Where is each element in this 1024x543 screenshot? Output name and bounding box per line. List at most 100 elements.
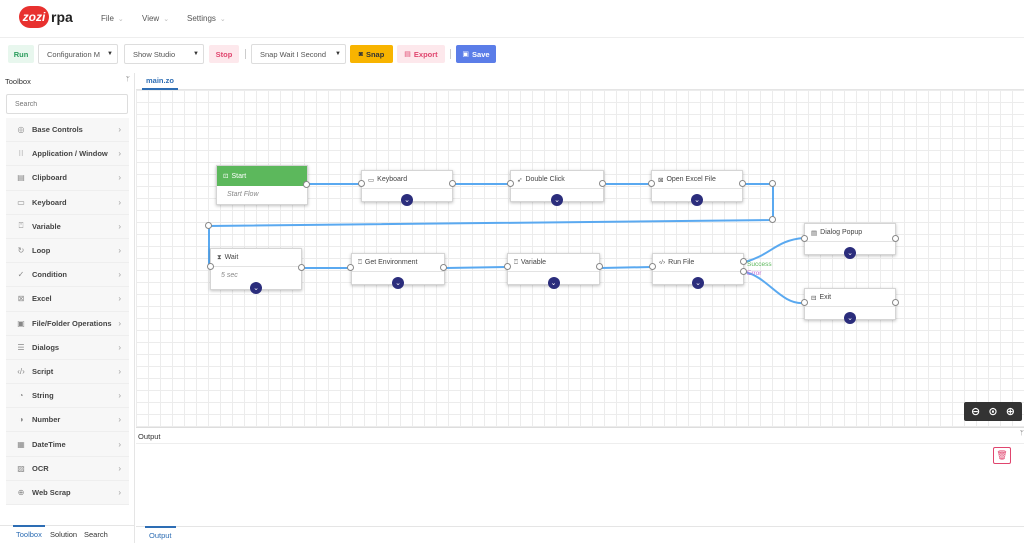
expand-chevron-icon[interactable]: ⌄ (392, 277, 404, 289)
port-out[interactable] (892, 299, 899, 306)
node-wait-subtitle: 5 sec (221, 272, 238, 279)
sidebar-item-loop[interactable]: ↻Loop› (6, 238, 129, 264)
export-button[interactable]: ▤Export (397, 45, 445, 63)
zoom-reset-icon[interactable]: ⊙ (988, 406, 998, 418)
port-out-error[interactable] (740, 268, 747, 275)
wire-bend-point[interactable] (205, 222, 212, 229)
port-in[interactable] (801, 299, 808, 306)
check-icon: ✓ (17, 270, 25, 280)
toolbox-search-input[interactable] (6, 94, 128, 114)
snap-button[interactable]: ◙Snap (350, 45, 393, 63)
port-out[interactable] (596, 263, 603, 270)
node-run-file[interactable]: ‹/›Run File ⌄ (652, 253, 744, 289)
sidebar-item-web-scrap[interactable]: ⊕Web Scrap› (6, 480, 129, 505)
configuration-select[interactable]: Configuration M▼ (38, 44, 118, 64)
port-out[interactable] (739, 180, 746, 187)
dialog-icon: ☰ (17, 342, 25, 352)
port-in[interactable] (648, 180, 655, 187)
port-out[interactable] (449, 180, 456, 187)
tab-output[interactable]: Output (145, 526, 175, 540)
menu-settings[interactable]: Settings⌄ (187, 14, 226, 23)
tab-solution[interactable]: Solution (50, 530, 78, 539)
node-variable[interactable]: ⍞Variable ⌄ (507, 253, 600, 289)
expand-chevron-icon[interactable]: ⌄ (401, 194, 413, 206)
menu-file-label: File (101, 14, 114, 23)
expand-chevron-icon[interactable]: ⌄ (691, 194, 703, 206)
string-icon: ◔ (18, 391, 24, 401)
wire-runfile-dialog (744, 237, 805, 263)
caret-down-icon: ▼ (193, 51, 199, 57)
sidebar-item-number[interactable]: ◑Number› (6, 408, 129, 433)
expand-chevron-icon[interactable]: ⌄ (844, 312, 856, 324)
bookmark-icon: ⍞ (358, 258, 362, 266)
expand-chevron-icon[interactable]: ⌄ (250, 282, 262, 294)
chevron-right-icon: › (118, 415, 121, 425)
expand-chevron-icon[interactable]: ⌄ (844, 247, 856, 259)
sidebar-item-ocr[interactable]: ▨OCR› (6, 456, 129, 481)
port-out[interactable] (599, 180, 606, 187)
node-double-click[interactable]: ➶Double Click ⌄ (510, 170, 604, 206)
save-button[interactable]: ▣Save (456, 45, 496, 63)
node-exit[interactable]: ⊟Exit ⌄ (804, 288, 896, 324)
floppy-icon: ▣ (462, 51, 470, 58)
sidebar-item-condition[interactable]: ✓Condition› (6, 263, 129, 288)
wire-bend-point[interactable] (769, 216, 776, 223)
expand-chevron-icon[interactable]: ⌄ (551, 194, 563, 206)
port-in[interactable] (649, 263, 656, 270)
toolbox-title: Toolbox (5, 77, 31, 86)
expand-chevron-icon[interactable]: ⌄ (692, 277, 704, 289)
sidebar-item-datetime[interactable]: ▦DateTime› (6, 432, 129, 457)
tab-main-zo[interactable]: main.zo (142, 76, 178, 90)
port-out[interactable] (892, 235, 899, 242)
menu-file[interactable]: File⌄ (101, 14, 124, 23)
expand-chevron-icon[interactable]: ⌄ (547, 277, 560, 289)
sidebar-item-clipboard[interactable]: ▤Clipboard› (6, 166, 129, 191)
code-icon: ‹/› (17, 366, 25, 376)
sidebar-item-keyboard[interactable]: ▭Keyboard› (6, 190, 129, 215)
port-in[interactable] (507, 180, 514, 187)
excel-icon: ⊠ (17, 294, 25, 304)
port-in[interactable] (504, 263, 511, 270)
sidebar-item-dialogs[interactable]: ☰Dialogs› (6, 335, 129, 360)
port-in[interactable] (358, 180, 365, 187)
sidebar-item-file-folder-operations[interactable]: ▣File/Folder Operations› (6, 311, 129, 336)
tab-toolbox[interactable]: Toolbox (13, 525, 45, 539)
sidebar-item-script[interactable]: ‹/›Script› (6, 359, 129, 385)
trash-icon[interactable]: 🗑 (993, 447, 1011, 464)
studio-select[interactable]: Show Studio▼ (124, 44, 204, 64)
node-keyboard[interactable]: ▭Keyboard ⌄ (361, 170, 453, 206)
flow-canvas[interactable]: ⊡Start Start Flow ▭Keyboard ⌄ ➶Double Cl… (136, 90, 1024, 427)
grid-icon: ⁝⁝ (18, 149, 24, 159)
port-in[interactable] (801, 235, 808, 242)
port-in[interactable] (207, 263, 214, 270)
output-panel-header: Output ᛘ (136, 427, 1024, 444)
pin-icon[interactable]: ᛘ (1019, 430, 1024, 437)
sidebar-item-variable[interactable]: ⍞Variable› (6, 214, 129, 239)
pin-icon[interactable]: ᛘ (125, 76, 130, 83)
node-dialog-popup[interactable]: ▤Dialog Popup ⌄ (804, 223, 896, 259)
zoom-in-icon[interactable]: ⊕ (1005, 406, 1015, 418)
sidebar-item-excel[interactable]: ⊠Excel› (6, 287, 129, 312)
node-start[interactable]: ⊡Start Start Flow (216, 165, 308, 205)
zoom-out-icon[interactable]: ⊖ (971, 406, 981, 418)
tab-search[interactable]: Search (84, 530, 108, 539)
sidebar-item-application-window[interactable]: ⁝⁝Application / Window› (6, 142, 129, 167)
node-get-environment[interactable]: ⍞Get Environment ⌄ (351, 253, 445, 289)
sidebar-item-label: Web Scrap (32, 487, 71, 497)
sidebar-item-base-controls[interactable]: ◎Base Controls› (6, 118, 129, 143)
export-file-icon: ▤ (404, 51, 411, 58)
stop-button[interactable]: Stop (209, 45, 239, 63)
node-open-excel-file[interactable]: ⊠Open Excel File ⌄ (651, 170, 743, 206)
wire-bend-point[interactable] (769, 180, 776, 187)
port-out[interactable] (303, 181, 310, 188)
sidebar-item-string[interactable]: ◔String› (6, 384, 129, 409)
port-out[interactable] (298, 264, 305, 271)
port-out-success[interactable] (740, 258, 747, 265)
menu-view[interactable]: View⌄ (142, 14, 169, 23)
node-wait[interactable]: ⧗Wait 5 sec ⌄ (210, 248, 302, 294)
snap-wait-select[interactable]: Snap Wait I Second▼ (251, 44, 346, 64)
run-button[interactable]: Run (8, 45, 34, 63)
port-in[interactable] (347, 264, 354, 271)
port-out[interactable] (440, 264, 447, 271)
toolbox-category-list: ◎Base Controls›⁝⁝Application / Window›▤C… (6, 118, 129, 505)
